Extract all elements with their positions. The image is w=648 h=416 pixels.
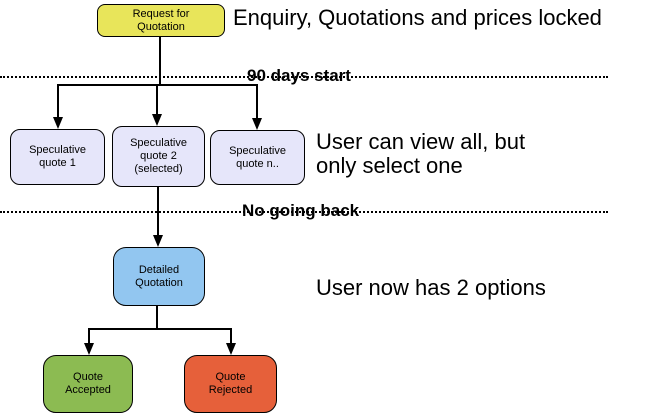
node-speculative-quote-1: Speculative quote 1 [10,129,105,185]
phase-divider-line-90-days [0,76,608,78]
connector-to-spec1 [57,84,59,117]
connector-to-spec2 [156,84,158,114]
node-label: Speculative quote 1 [29,144,86,169]
connector-spec2-to-detailed [157,187,159,235]
annotation-user-can-view-all: User can view all, but only select one [316,129,526,178]
node-detailed-quotation: Detailed Quotation [113,247,205,306]
node-label: Quote Rejected [208,371,253,396]
arrowhead-spec1 [53,117,63,129]
node-request-for-quotation: Request for Quotation [97,4,225,37]
connector-to-accepted [88,328,90,343]
node-speculative-quote-2-selected: Speculative quote 2 (selected) [112,126,205,187]
connector-request-stem [159,37,161,84]
connector-to-rejected [230,328,232,343]
arrowhead-spec3 [252,118,262,130]
node-speculative-quote-n: Speculative quote n.. [210,130,305,185]
node-label: Quote Accepted [65,371,111,396]
phase-label-no-going-back: No going back [242,201,360,220]
node-label: Request for Quotation [132,7,190,33]
arrowhead-accepted [84,343,94,355]
phase-divider-line-no-going-back [0,211,608,213]
connector-detailed-stem [156,306,158,328]
annotation-enquiry-prices-locked: Enquiry, Quotations and prices locked [233,5,602,30]
node-label: Speculative quote 2 (selected) [130,137,187,175]
arrowhead-spec2 [152,114,162,126]
node-quote-accepted: Quote Accepted [43,355,133,413]
phase-label-90-days-start: 90 days start [247,66,351,85]
arrowhead-detailed [153,235,163,247]
arrowhead-rejected [226,343,236,355]
annotation-user-two-options: User now has 2 options [316,275,546,300]
node-quote-rejected: Quote Rejected [184,355,277,413]
connector-to-spec3 [256,84,258,118]
node-label: Detailed Quotation [135,263,183,289]
node-label: Speculative quote n.. [229,144,286,170]
connector-branch-bottom [88,328,232,330]
